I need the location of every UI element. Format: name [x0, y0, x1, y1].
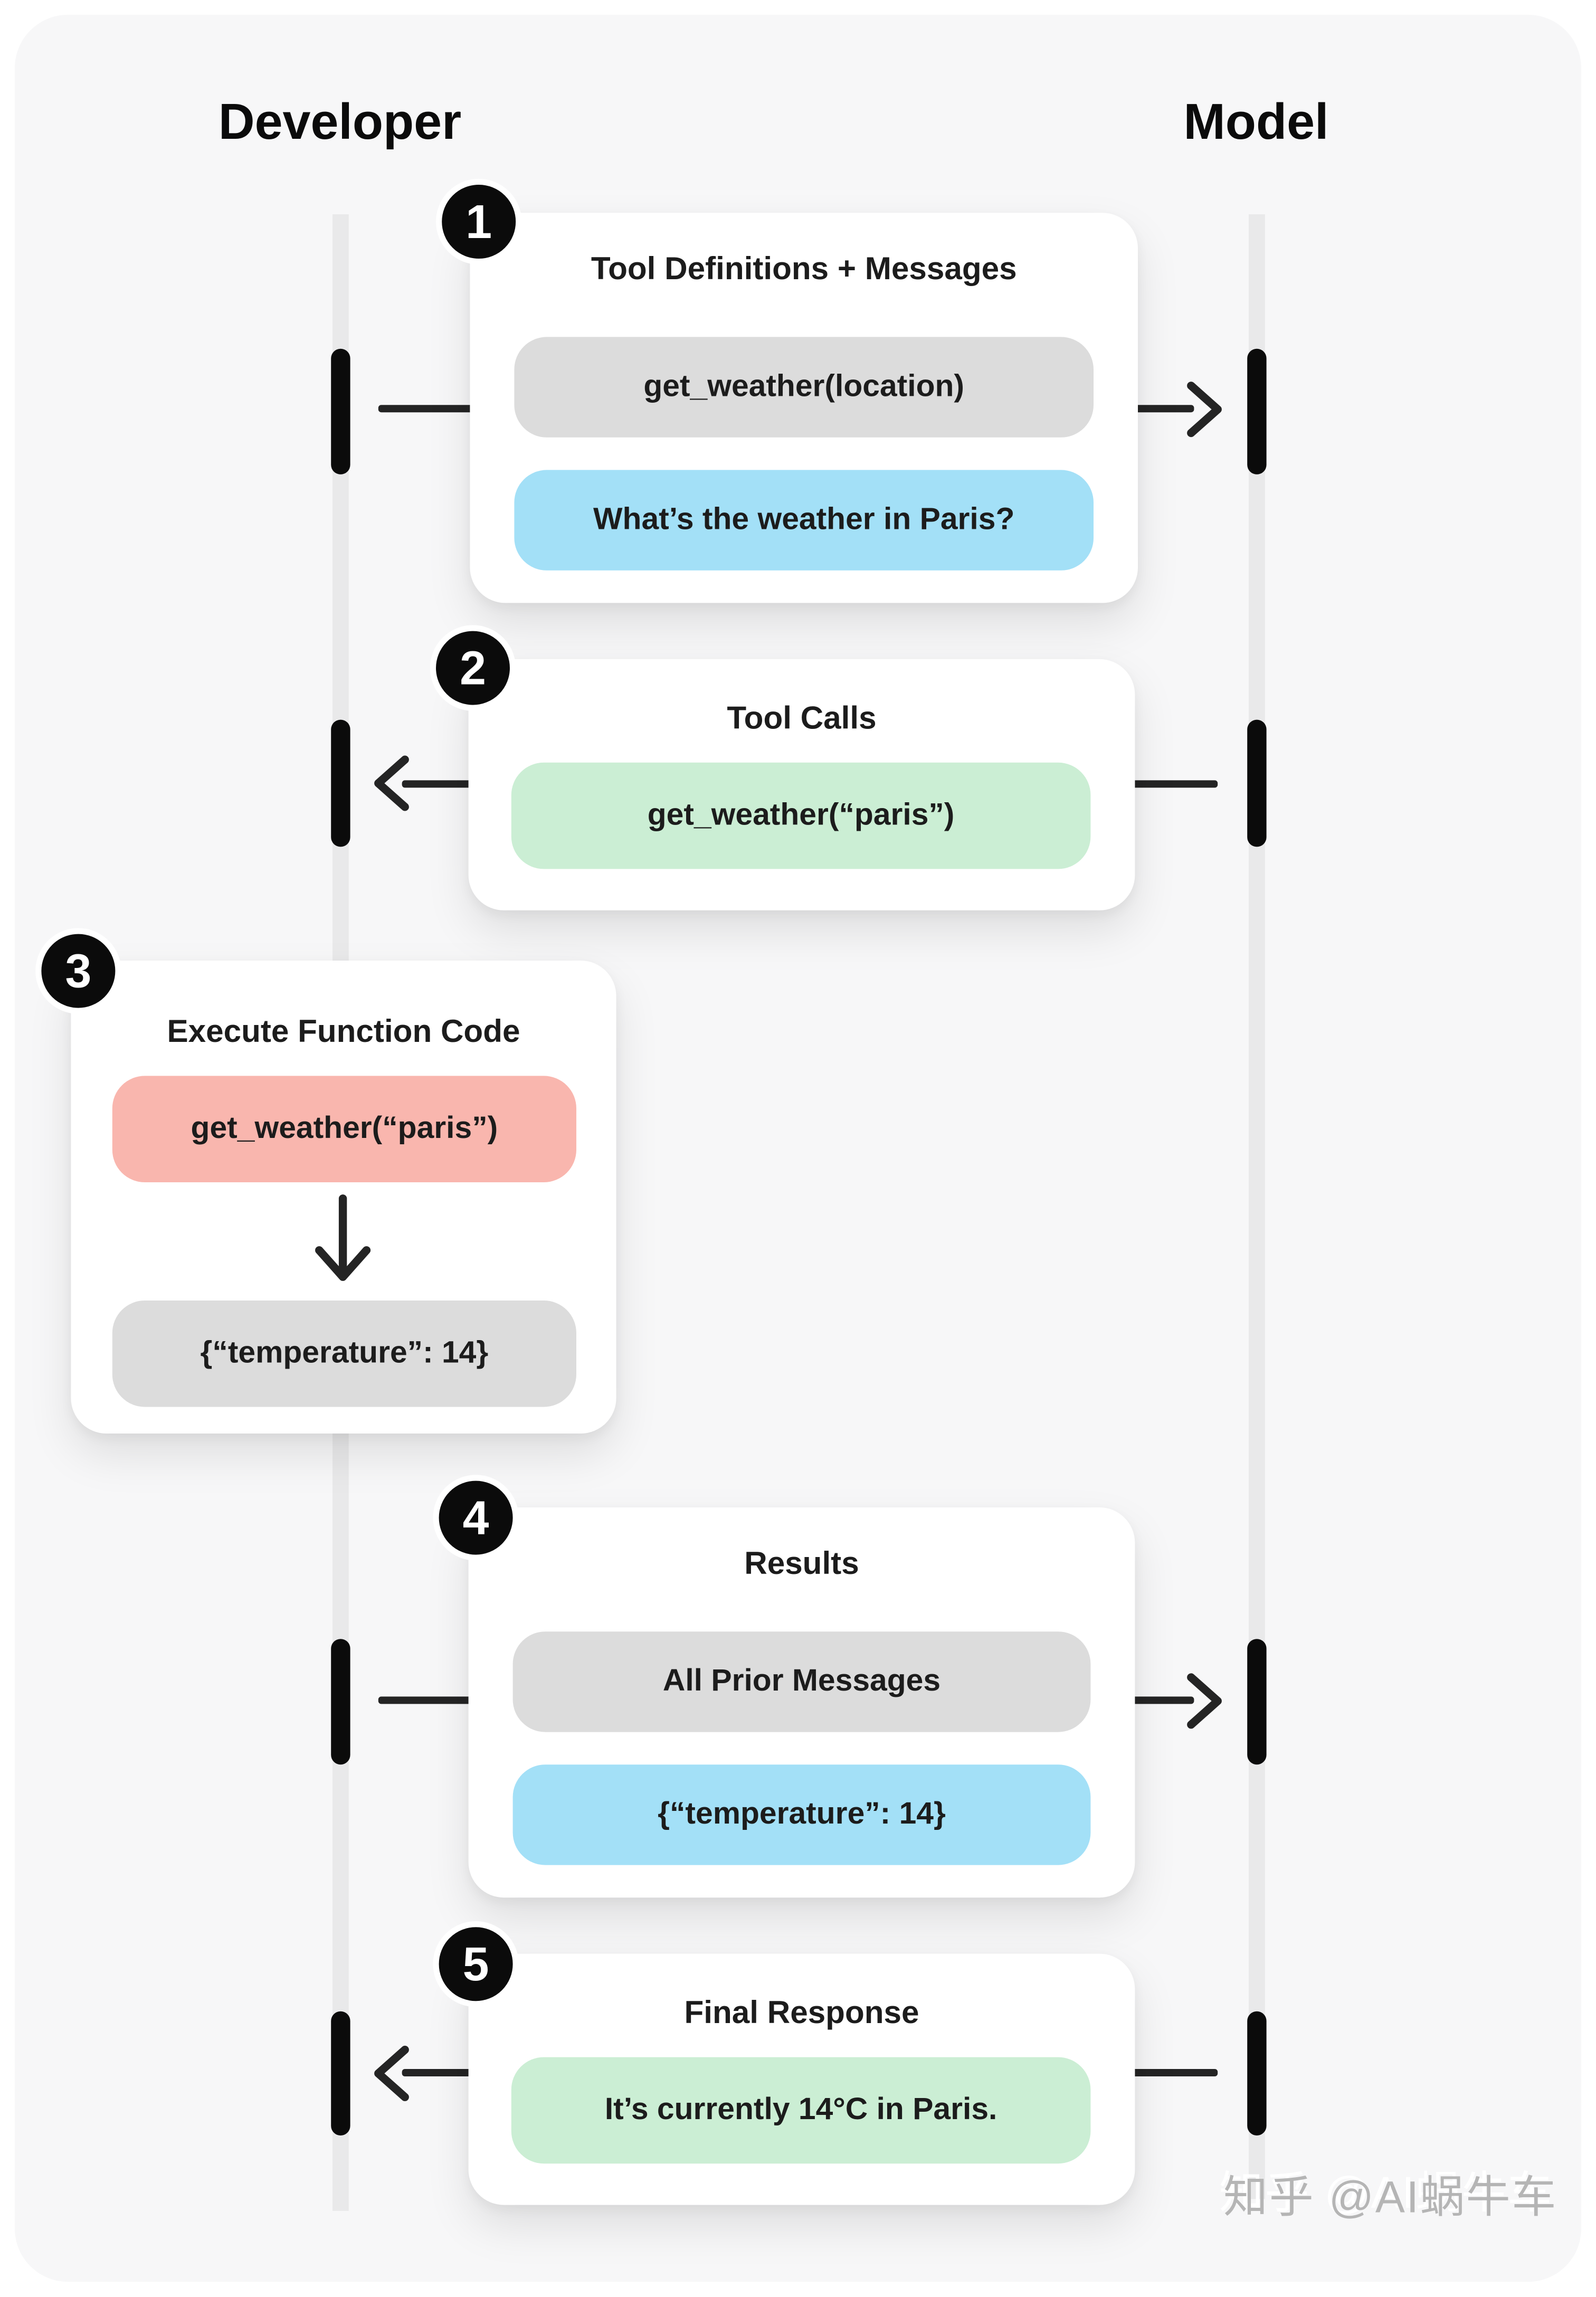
step5-card: Final Response It’s currently 14°C in Pa…	[468, 1953, 1135, 2205]
step4-pill-prior-messages: All Prior Messages	[512, 1631, 1091, 1732]
step3-number-badge: 3	[35, 928, 121, 1014]
step3-pill-function-call: get_weather(“paris”)	[112, 1076, 577, 1182]
step4-card: Results All Prior Messages {“temperature…	[468, 1507, 1135, 1898]
step1-title: Tool Definitions + Messages	[591, 251, 1017, 287]
arrow-down-icon	[315, 1194, 371, 1281]
step1-card: Tool Definitions + Messages get_weather(…	[470, 213, 1138, 603]
step5-pill-final-answer: It’s currently 14°C in Paris.	[511, 2057, 1091, 2164]
model-activation-bar-2	[1246, 719, 1266, 847]
zhihu-watermark: 知乎 @AI蜗牛车	[1223, 2173, 1558, 2223]
step3-pill-function-result: {“temperature”: 14}	[112, 1301, 577, 1407]
actor-developer-label: Developer	[218, 94, 462, 151]
actor-model-label: Model	[1183, 94, 1329, 151]
step3-title: Execute Function Code	[167, 1013, 520, 1049]
step2-number-badge: 2	[430, 625, 516, 711]
step5-title: Final Response	[684, 1995, 919, 2031]
step3-card: Execute Function Code get_weather(“paris…	[71, 961, 616, 1434]
model-activation-bar-5	[1246, 2011, 1266, 2135]
step4-number-badge: 4	[433, 1475, 519, 1561]
step2-title: Tool Calls	[727, 700, 877, 736]
step4-title: Results	[744, 1545, 859, 1581]
step2-card: Tool Calls get_weather(“paris”)	[468, 659, 1135, 910]
step1-pill-tool-definition: get_weather(location)	[514, 337, 1094, 438]
developer-activation-bar-5	[330, 2011, 350, 2135]
arrow-left-icon	[374, 2045, 409, 2101]
developer-activation-bar-4	[330, 1639, 350, 1765]
arrow-right-icon	[1187, 382, 1222, 438]
arrow-left-icon	[374, 755, 409, 811]
step4-pill-tool-result: {“temperature”: 14}	[512, 1764, 1091, 1865]
developer-activation-bar-2	[330, 719, 350, 847]
step2-pill-tool-call: get_weather(“paris”)	[511, 762, 1091, 869]
step1-pill-user-message: What’s the weather in Paris?	[514, 470, 1094, 571]
model-activation-bar-4	[1246, 1639, 1266, 1765]
model-lifeline	[1248, 214, 1265, 2199]
arrow-right-icon	[1187, 1673, 1222, 1729]
step5-number-badge: 5	[433, 1921, 519, 2007]
step1-number-badge: 1	[436, 178, 522, 265]
developer-activation-bar-1	[330, 348, 350, 474]
model-activation-bar-1	[1246, 348, 1266, 474]
